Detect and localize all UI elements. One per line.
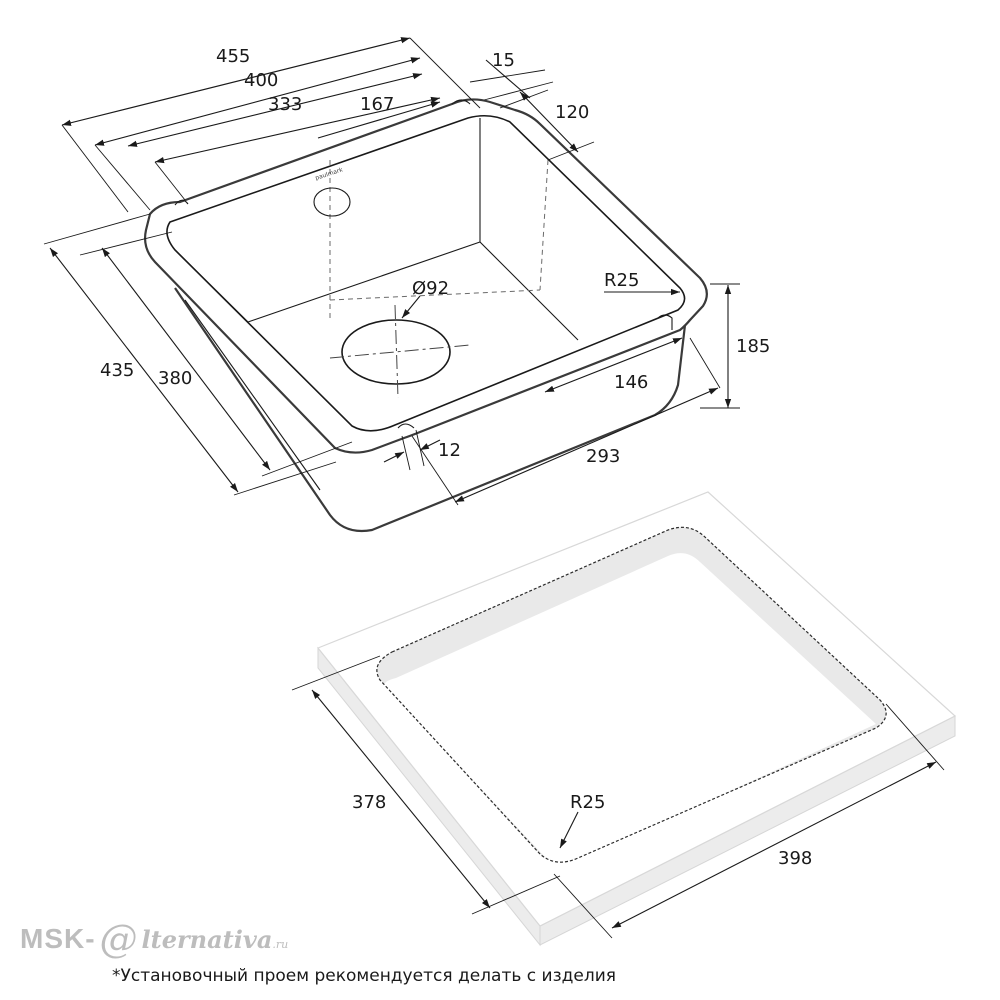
ext-167-left (154, 161, 186, 201)
watermark-logo: MSK- @ lternativa .ru (20, 917, 288, 961)
dim-line-167b (317, 101, 441, 139)
ext-455-right (409, 37, 481, 109)
dim-hole-label: Ø92 (412, 278, 449, 299)
dim-line-378 (311, 689, 491, 909)
dim-120-label: 120 (555, 102, 589, 123)
dim-line-398 (611, 761, 937, 929)
dim-line-380 (101, 247, 271, 471)
sink-drain-hole (341, 319, 451, 385)
cutout-edge (376, 526, 887, 863)
dim-hole-leader (401, 295, 421, 319)
dim-r25-label: R25 (604, 270, 639, 291)
ext-455-left (61, 124, 129, 213)
sink-notch-top-left (174, 199, 189, 206)
dim-12-label: 12 (438, 440, 461, 461)
dim-185-label: 185 (736, 336, 770, 357)
sink-inner-wall-back (174, 249, 249, 323)
cutout-drawing: 378 398 R25 (291, 491, 957, 947)
ext-12-a (401, 435, 411, 471)
sink-notch-top (451, 99, 471, 105)
dim-15-label: 15 (492, 50, 515, 71)
sink-brand-mark: paulmark (314, 166, 344, 182)
dim-line-146 (544, 337, 683, 393)
dim-line-15c (483, 81, 554, 101)
ext-400-left (94, 144, 151, 211)
sink-notch-bottom (397, 423, 415, 429)
dim-cutout-r25-label: R25 (570, 792, 605, 813)
ext-435-top (43, 213, 151, 245)
sink-drain-centerline-h (329, 344, 471, 359)
dim-line-15b (469, 69, 546, 83)
ext-435-bottom (233, 461, 337, 496)
ext-378-bottom (471, 875, 561, 915)
sink-overflow-hole (313, 187, 351, 217)
dim-400-label: 400 (244, 70, 278, 91)
dim-cutout-r25-leader (559, 811, 579, 849)
watermark-part4: .ru (272, 938, 289, 951)
dim-line-120 (519, 91, 579, 153)
sink-hidden-bottom (329, 289, 541, 301)
dim-line-12b (419, 439, 441, 451)
sink-outer-body (174, 287, 687, 533)
dim-378-label: 378 (352, 792, 386, 813)
dim-435-label: 435 (100, 360, 134, 381)
dim-333-label: 333 (268, 94, 302, 115)
watermark-at-icon: @ (99, 917, 138, 961)
ext-380-bottom (261, 441, 353, 477)
sink-drawing: paulmark 455 400 333 167 15 120 435 (43, 37, 770, 533)
dim-293-label: 293 (586, 446, 620, 467)
ext-293-right (689, 337, 721, 389)
dim-line-15 (485, 59, 531, 99)
sink-hidden-corner-right (539, 159, 549, 291)
cutout-opening (384, 553, 876, 864)
installation-footnote: *Установочный проем рекомендуется делать… (112, 966, 616, 986)
ext-120-bottom (547, 141, 595, 161)
dim-line-12 (383, 451, 405, 463)
ext-380-top (79, 231, 173, 256)
dim-167-label: 167 (360, 94, 394, 115)
dim-line-167 (154, 96, 441, 164)
dim-380-label: 380 (158, 368, 192, 389)
dim-146-label: 146 (614, 372, 648, 393)
ext-12-b (415, 429, 425, 467)
ext-120-top (499, 89, 549, 109)
watermark-part3: lternativa (141, 924, 273, 954)
sink-notch-right (657, 314, 673, 330)
dim-line-293 (454, 387, 719, 503)
watermark-part1: MSK- (20, 923, 96, 954)
ext-398-right (885, 703, 945, 771)
dim-398-label: 398 (778, 848, 812, 869)
sink-flange-inner (166, 114, 686, 432)
dim-455-label: 455 (216, 46, 250, 67)
ext-378-top (291, 655, 381, 691)
ext-398-left (553, 873, 613, 939)
sink-drain-centerline-v (394, 304, 399, 399)
